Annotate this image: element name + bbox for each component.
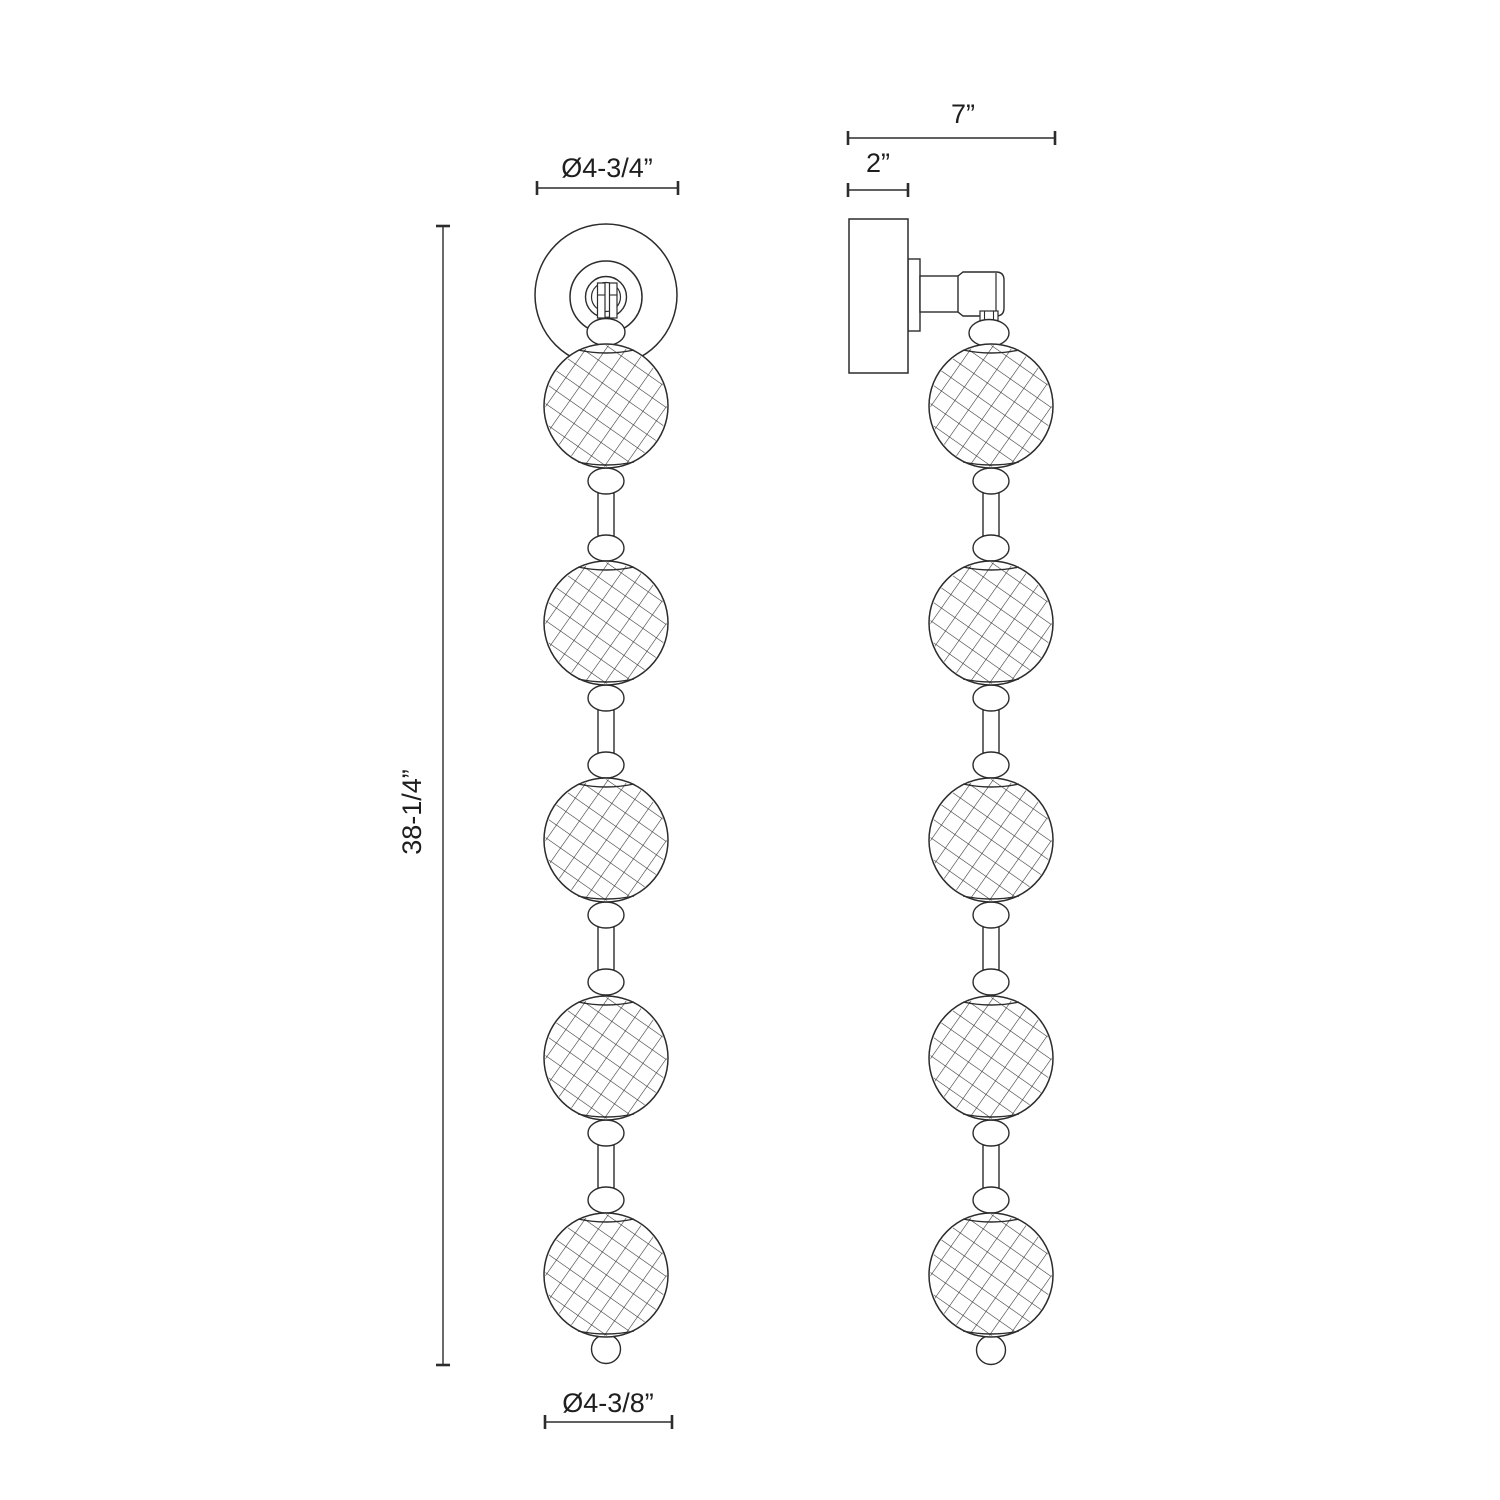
- crystal-ball: [543, 343, 669, 469]
- crystal-ball: [543, 560, 669, 686]
- crystal-ball: [928, 995, 1054, 1121]
- wall-bracket: [907, 258, 921, 332]
- stem-ball: [586, 317, 626, 347]
- dim-backplate-depth: 2”: [846, 148, 910, 197]
- crystal-ball: [928, 343, 1054, 469]
- mounting-arm: [919, 271, 1010, 348]
- bottom-finial: [590, 1333, 622, 1365]
- bottom-finial: [975, 1334, 1007, 1366]
- side-view: 7” 2”: [846, 99, 1057, 1366]
- front-view: Ø4-3/4” 38-1/4”: [397, 153, 680, 1429]
- front-backplate: [534, 223, 678, 367]
- socket-ring: [590, 281, 622, 313]
- side-backplate: [848, 218, 921, 374]
- backplate-body: [848, 218, 909, 374]
- dim-label-ball-diameter: Ø4-3/8”: [562, 1388, 654, 1418]
- dim-label-overall-depth: 7”: [951, 99, 975, 129]
- stem-ball: [968, 318, 1010, 348]
- dim-label-overall-height: 38-1/4”: [397, 769, 427, 855]
- dim-ball-diameter: Ø4-3/8”: [543, 1388, 674, 1429]
- crystal-ball: [543, 995, 669, 1121]
- dim-overall-depth: 7”: [846, 99, 1057, 145]
- dim-label-backplate-depth: 2”: [866, 148, 890, 178]
- mounting-fork: [596, 282, 618, 319]
- crystal-ball: [543, 777, 669, 903]
- arm-end-cap: [957, 271, 1005, 317]
- crystal-ball: [928, 777, 1054, 903]
- dim-backplate-diameter: Ø4-3/4”: [535, 153, 680, 195]
- crystal-ball: [543, 1212, 669, 1338]
- dim-overall-height: 38-1/4”: [397, 224, 450, 1367]
- dim-label-backplate-diameter: Ø4-3/4”: [561, 153, 653, 183]
- crystal-ball: [928, 1212, 1054, 1338]
- crystal-ball: [928, 560, 1054, 686]
